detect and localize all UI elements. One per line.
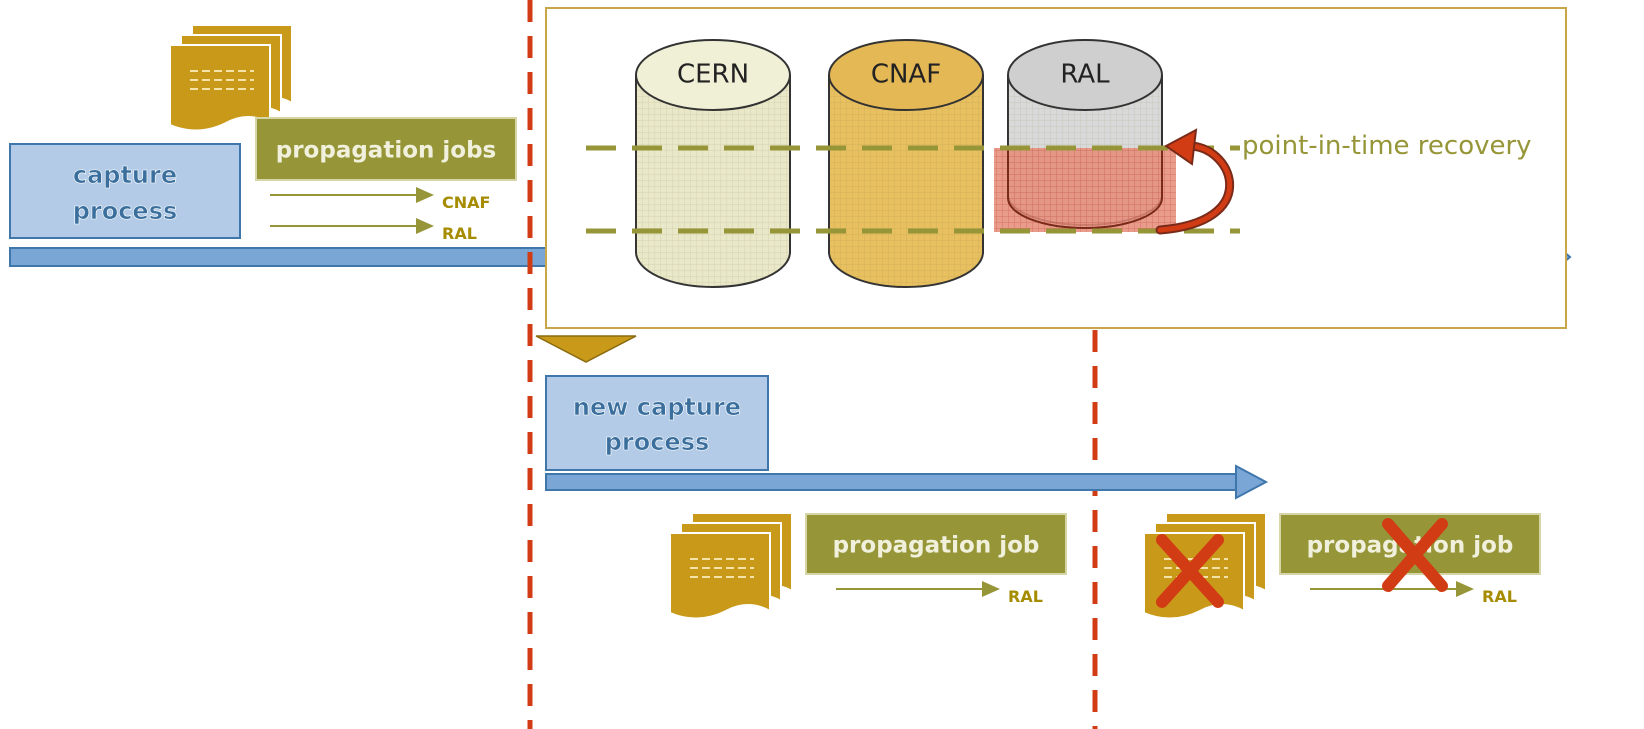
propagation-job-label-active: propagation job: [833, 533, 1040, 559]
new-capture-label-line2: process: [605, 428, 710, 456]
new-capture-process-box: new capture process: [545, 375, 769, 471]
target-ral-label-cancelled: RAL: [1482, 587, 1517, 606]
new-capture-label-line1: new capture: [573, 393, 741, 421]
capture-process-label-line1: capture: [73, 161, 177, 189]
point-in-time-recovery-label: point-in-time recovery: [1242, 131, 1532, 161]
capture-process-box: capture process: [9, 143, 241, 239]
propagation-jobs-box: propagation jobs: [255, 117, 517, 181]
database-icon: CERN: [635, 39, 791, 288]
document-stack-icon: [169, 24, 293, 132]
capture-process-label-line2: process: [73, 197, 178, 225]
panel-pointer-icon: [535, 335, 637, 363]
cross-icon: [1382, 518, 1448, 592]
recovery-panel: CERN CNAF RAL: [545, 7, 1567, 329]
curved-arrow-icon: [1155, 128, 1235, 235]
database-icon: CNAF: [828, 39, 984, 288]
cross-icon: [1156, 534, 1224, 608]
propagation-job-box-active: propagation job: [805, 513, 1067, 575]
database-label-ral: RAL: [1060, 60, 1110, 90]
target-cnaf-label: CNAF: [442, 193, 490, 212]
propagation-jobs-label: propagation jobs: [276, 138, 496, 164]
timeline-arrow-bottom: [545, 464, 1269, 500]
target-ral-label: RAL: [442, 224, 477, 243]
database-label-cnaf: CNAF: [871, 60, 941, 90]
recovery-area: [994, 148, 1176, 232]
database-label-cern: CERN: [677, 60, 749, 90]
document-stack-icon: [669, 512, 793, 620]
target-ral-label-active: RAL: [1008, 587, 1043, 606]
